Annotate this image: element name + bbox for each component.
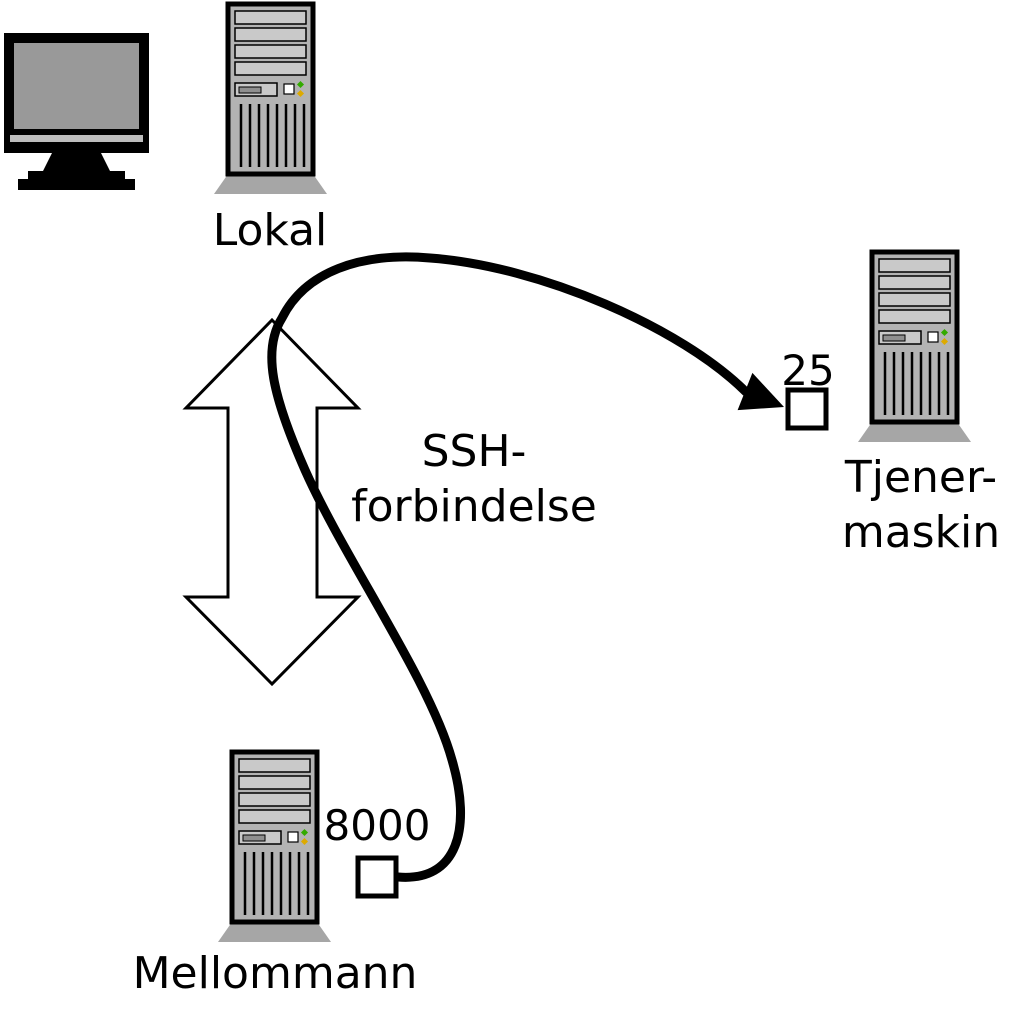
server-label-line2: maskin bbox=[841, 507, 1001, 558]
tunnel-arrowhead-icon bbox=[737, 372, 784, 411]
server-label-line1: Tjener- bbox=[844, 452, 998, 503]
local-computer-tower-icon bbox=[214, 4, 327, 194]
server-port-box bbox=[785, 387, 829, 431]
middleman-port-box bbox=[355, 855, 399, 899]
ssh-label-line1: SSH- bbox=[421, 426, 527, 477]
server-computer-tower-icon bbox=[858, 252, 971, 442]
tunnel-curve bbox=[267, 252, 751, 882]
ssh-connection-label: SSH- forbindelse bbox=[318, 424, 630, 534]
monitor-icon bbox=[4, 33, 149, 190]
middleman-label: Mellommann bbox=[132, 948, 418, 999]
ssh-label-line2: forbindelse bbox=[351, 481, 597, 532]
server-port-label: 25 bbox=[781, 346, 835, 395]
middleman-port-label: 8000 bbox=[323, 801, 431, 850]
ssh-double-arrow bbox=[182, 317, 362, 687]
local-label: Lokal bbox=[212, 205, 328, 256]
server-label: Tjener- maskin bbox=[818, 450, 1024, 560]
